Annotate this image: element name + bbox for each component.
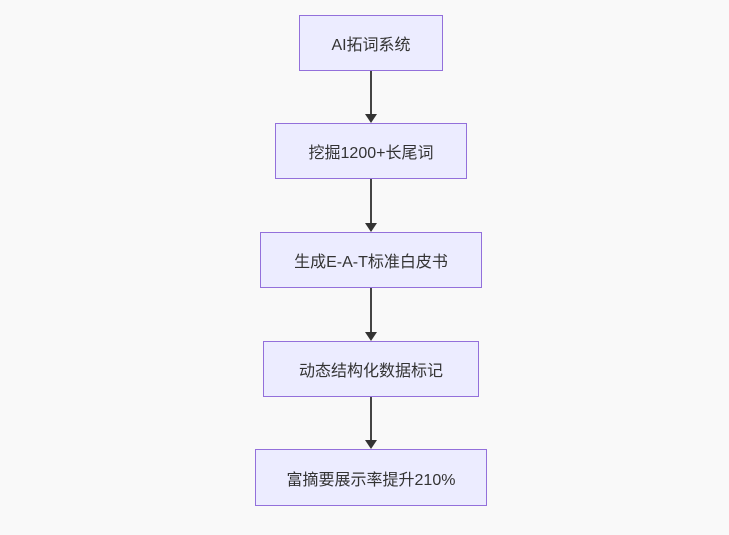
arrow-line bbox=[370, 179, 372, 223]
flow-node-structured-data-markup: 动态结构化数据标记 bbox=[263, 341, 479, 397]
arrow-head-icon bbox=[365, 114, 377, 123]
flow-node-label: 富摘要展示率提升210% bbox=[286, 471, 456, 489]
flow-arrow-4 bbox=[365, 397, 377, 449]
flow-node-label: 挖掘1200+长尾词 bbox=[308, 145, 434, 162]
arrow-head-icon bbox=[365, 223, 377, 232]
flow-node-label: 动态结构化数据标记 bbox=[298, 363, 443, 380]
arrow-line bbox=[370, 397, 372, 440]
flow-node-ai-word-expansion-system: AI拓词系统 bbox=[299, 15, 443, 71]
flow-arrow-3 bbox=[365, 288, 377, 341]
arrow-line bbox=[370, 71, 372, 114]
flow-arrow-2 bbox=[365, 179, 377, 232]
flow-arrow-1 bbox=[365, 71, 377, 123]
flow-node-longtail-keywords: 挖掘1200+长尾词 bbox=[275, 123, 467, 179]
arrow-line bbox=[370, 288, 372, 332]
flow-node-label: AI拓词系统 bbox=[331, 37, 411, 54]
arrow-head-icon bbox=[365, 332, 377, 341]
flow-node-label: 生成E-A-T标准白皮书 bbox=[294, 254, 448, 271]
arrow-head-icon bbox=[365, 440, 377, 449]
flow-node-rich-snippet-rate: 富摘要展示率提升210% bbox=[255, 449, 487, 506]
flow-node-eat-whitepaper: 生成E-A-T标准白皮书 bbox=[260, 232, 482, 288]
